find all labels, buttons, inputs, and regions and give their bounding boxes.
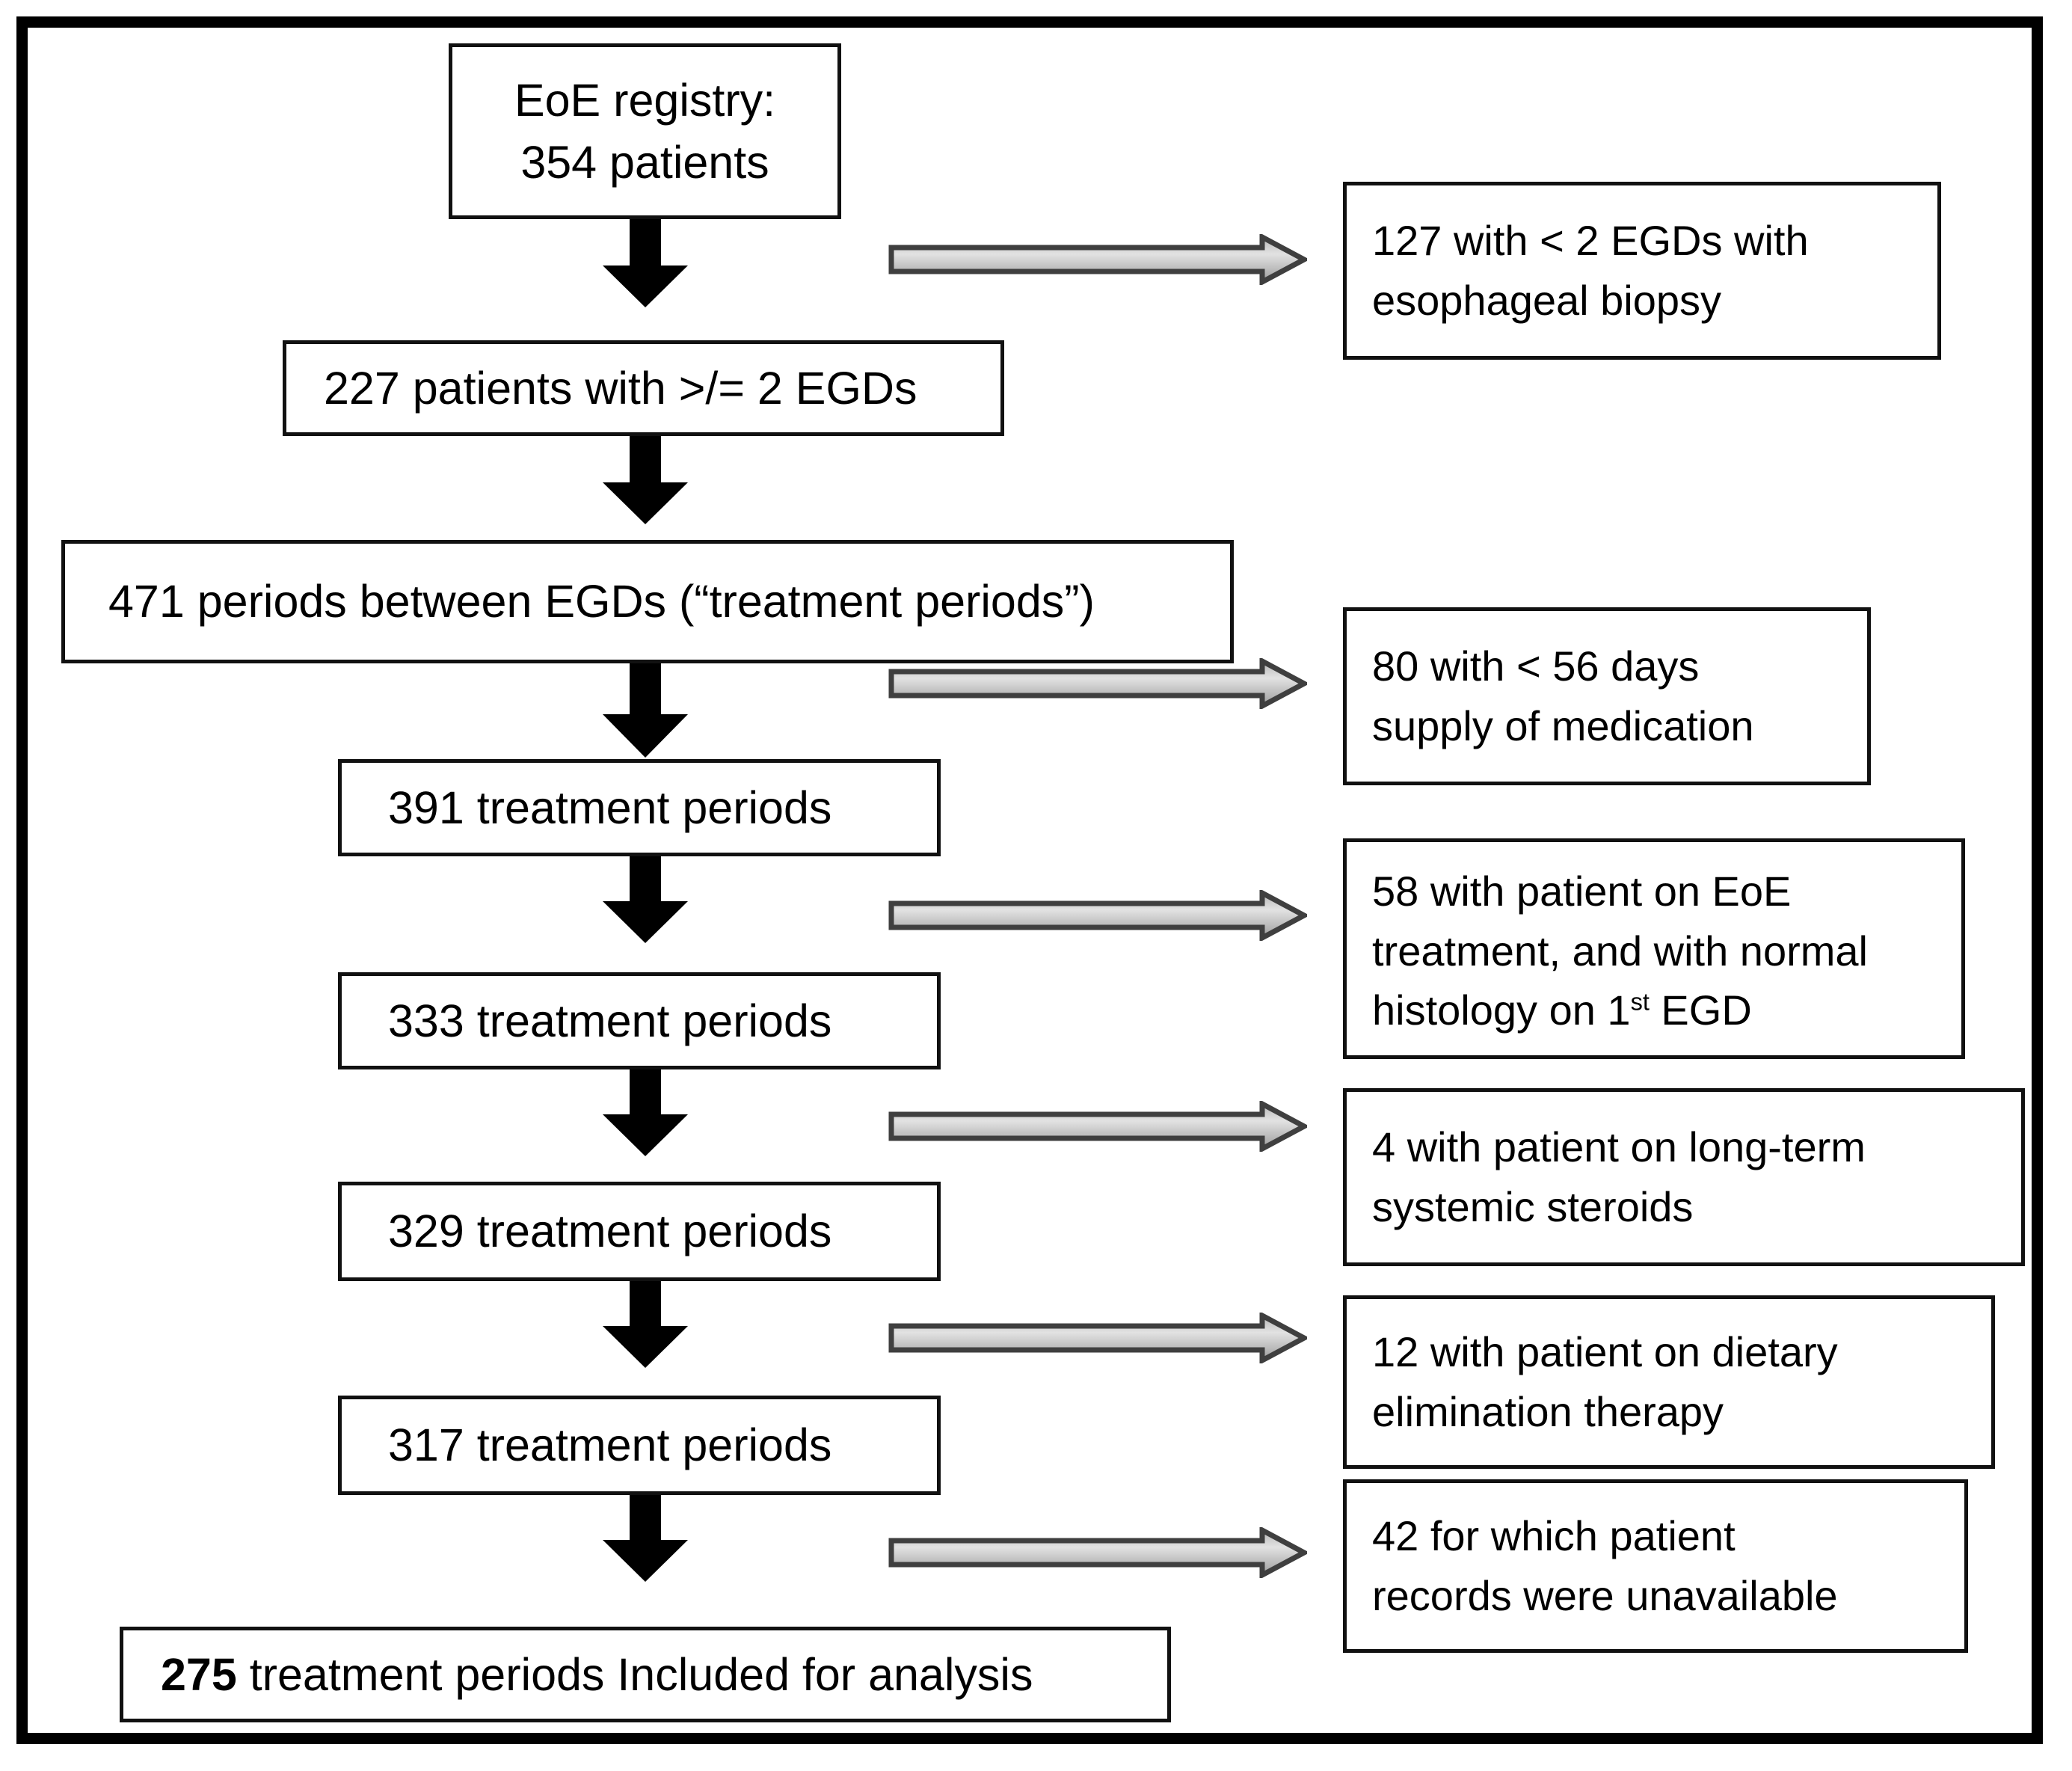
ordinal-superscript: st (1630, 988, 1650, 1016)
exclusion-node-80: 80 with < 56 days supply of medication (1343, 607, 1871, 785)
exclusion-node-58-line-3-pre: histology on 1 (1372, 986, 1631, 1034)
exclusion-node-127-line-1: 127 with < 2 EGDs with (1372, 217, 1809, 265)
flow-node-periods-label: 471 periods between EGDs (“treatment per… (108, 576, 1095, 627)
flow-node-final-rest: treatment periods Included for analysis (236, 1648, 1033, 1700)
flow-node-registry: EoE registry: 354 patients (449, 43, 841, 219)
flow-node-periods: 471 periods between EGDs (“treatment per… (61, 540, 1234, 663)
flow-node-final: 275 treatment periods Included for analy… (120, 1627, 1171, 1722)
flow-node-two-egds-label: 227 patients with >/= 2 EGDs (324, 362, 917, 414)
flow-node-registry-line-2: 354 patients (520, 136, 769, 188)
exclusion-node-127: 127 with < 2 EGDs with esophageal biopsy (1343, 182, 1941, 360)
flow-node-registry-line-1: EoE registry: (514, 75, 776, 126)
exclusion-node-12: 12 with patient on dietary elimination t… (1343, 1295, 1995, 1469)
exclusion-node-58-line-3: histology on 1st EGD (1372, 980, 1752, 1040)
exclusion-node-42-line-2: records were unavailable (1372, 1572, 1838, 1619)
flow-node-tp-317-label: 317 treatment periods (388, 1419, 832, 1471)
flow-node-tp-333: 333 treatment periods (338, 972, 941, 1069)
exclusion-node-12-line-2: elimination therapy (1372, 1388, 1724, 1435)
flow-node-tp-391: 391 treatment periods (338, 759, 941, 856)
exclusion-node-127-line-2: esophageal biopsy (1372, 277, 1722, 324)
exclusion-node-12-line-1: 12 with patient on dietary (1372, 1328, 1838, 1376)
exclusion-node-58-line-1: 58 with patient on EoE (1372, 868, 1792, 915)
flow-node-tp-391-label: 391 treatment periods (388, 782, 832, 833)
exclusion-node-4-line-1: 4 with patient on long-term (1372, 1123, 1866, 1171)
flow-node-final-label: 275 treatment periods Included for analy… (161, 1642, 1033, 1707)
exclusion-node-80-line-1: 80 with < 56 days (1372, 642, 1700, 690)
exclusion-node-58-line-2: treatment, and with normal (1372, 927, 1868, 974)
flow-node-tp-317: 317 treatment periods (338, 1396, 941, 1495)
exclusion-node-58-line-3-post: EGD (1649, 986, 1752, 1034)
flow-node-tp-329: 329 treatment periods (338, 1182, 941, 1281)
flow-node-final-count: 275 (161, 1648, 237, 1700)
exclusion-node-80-line-2: supply of medication (1372, 702, 1754, 749)
exclusion-node-4: 4 with patient on long-term systemic ste… (1343, 1088, 2025, 1266)
exclusion-node-58: 58 with patient on EoE treatment, and wi… (1343, 838, 1965, 1059)
flow-node-two-egds: 227 patients with >/= 2 EGDs (283, 340, 1004, 436)
flow-node-tp-333-label: 333 treatment periods (388, 995, 832, 1046)
exclusion-node-42-line-1: 42 for which patient (1372, 1512, 1736, 1560)
flow-node-tp-329-label: 329 treatment periods (388, 1206, 832, 1257)
exclusion-node-4-line-2: systemic steroids (1372, 1183, 1694, 1230)
exclusion-node-42: 42 for which patient records were unavai… (1343, 1479, 1968, 1653)
